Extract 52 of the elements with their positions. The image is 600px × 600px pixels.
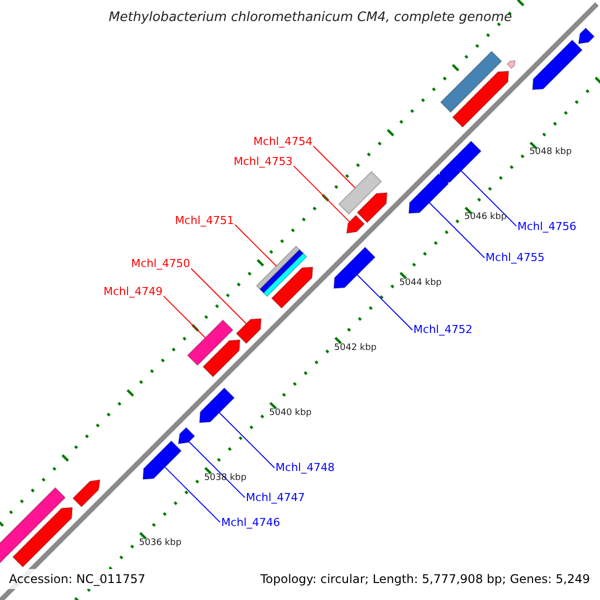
gene-feature	[186, 319, 234, 366]
gene-feature	[202, 339, 240, 378]
leader-line	[293, 165, 350, 222]
gene-feature	[72, 479, 100, 508]
gene-feature	[356, 192, 388, 224]
scale-label: 5048 kbp	[529, 147, 572, 158]
gene-label: Mchl_4751	[174, 214, 234, 227]
gene-feature	[0, 487, 66, 566]
gene-label: Mchl_4747	[246, 491, 305, 504]
gene-feature	[578, 27, 595, 44]
gene-feature	[236, 318, 262, 344]
gene-label: Mchl_4750	[131, 257, 190, 270]
leader-line	[188, 441, 246, 498]
leader-line	[312, 146, 356, 188]
gene-label: Mchl_4754	[253, 135, 312, 148]
gene-feature	[408, 173, 450, 214]
scale-label: 5038 kbp	[204, 472, 246, 483]
gene-feature	[346, 214, 365, 234]
leader-line	[190, 268, 247, 324]
leader-line	[356, 274, 413, 330]
title: Methylobacterium chloromethanicum CM4, complete genome	[108, 10, 512, 25]
gene-label: Mchl_4752	[413, 323, 472, 336]
gene-feature	[271, 266, 314, 309]
leader-line	[428, 202, 486, 258]
gene-feature	[12, 506, 73, 568]
gene-feature	[199, 387, 235, 424]
scale-label: 5046 kbp	[464, 212, 507, 222]
gene-label: Mchl_4746	[221, 516, 280, 529]
gene-label: Mchl_4753	[234, 154, 293, 168]
leader-line	[234, 224, 277, 266]
gene-label: Mchl_4749	[104, 285, 163, 298]
gene-feature	[506, 60, 516, 70]
leader-line	[163, 296, 206, 338]
gene-label: Mchl_4748	[276, 461, 335, 474]
gene-feature	[438, 140, 482, 184]
gene-label: Mchl_4756	[517, 220, 576, 233]
gene-feature	[440, 50, 502, 113]
gene-feature	[178, 426, 196, 444]
gene-feature	[532, 39, 583, 90]
genome-info-text: Topology: circular; Length: 5,777,908 bp; Genes: 5,249	[260, 572, 590, 586]
scale-label: 5040 kbp	[269, 408, 312, 418]
leader-line	[460, 170, 517, 227]
leader-line	[218, 412, 276, 468]
gene-feature	[333, 246, 376, 289]
gene-feature	[338, 170, 382, 215]
leader-line	[164, 466, 221, 523]
scale-label: 5044 kbp	[399, 278, 442, 288]
gene-feature	[452, 70, 510, 128]
scale-label: 5036 kbp	[139, 538, 182, 548]
gene-feature	[142, 440, 182, 480]
gene-label: Mchl_4755	[486, 251, 545, 264]
scale-label: 5042 kbp	[334, 342, 377, 353]
